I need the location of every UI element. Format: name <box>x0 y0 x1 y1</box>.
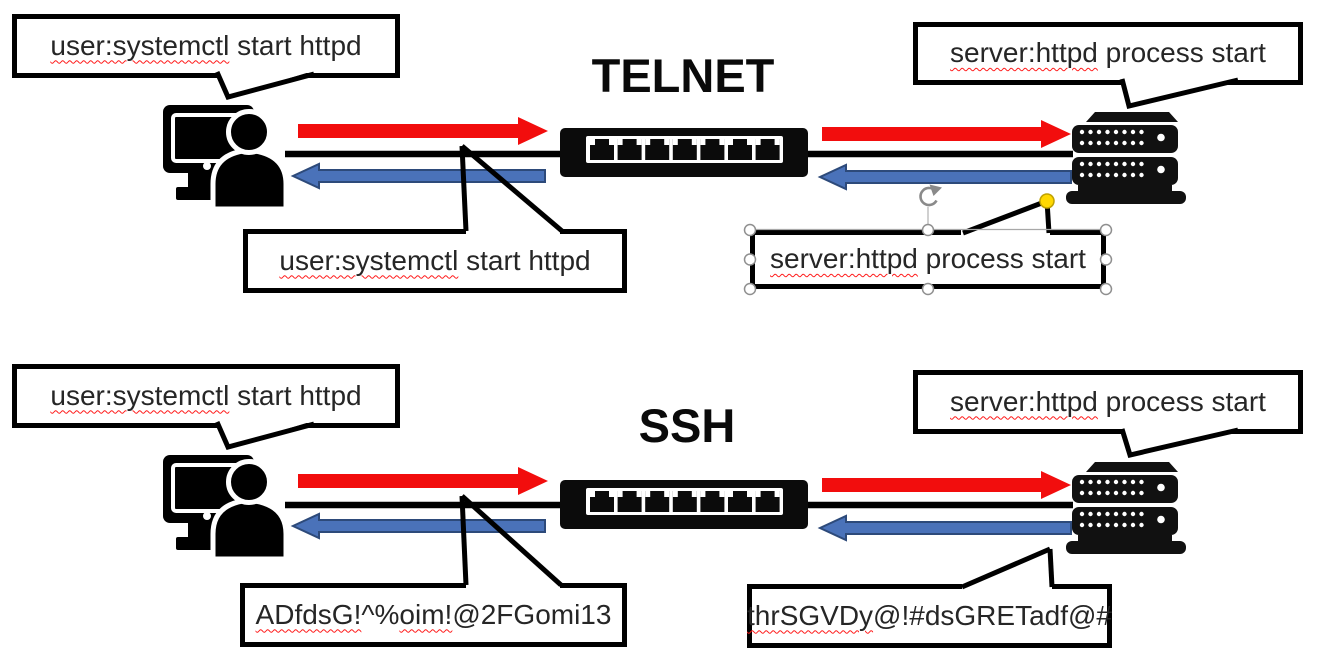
person-at-computer-icon[interactable] <box>163 105 289 212</box>
ethernet-switch-icon[interactable] <box>560 128 808 177</box>
ssh-server-bubble-text: server:httpd process start <box>950 385 1266 418</box>
plain-text: ^% <box>361 598 400 630</box>
spellcheck-marked-text: server:httpd <box>770 243 918 275</box>
telnet-user-bubble-text: user:systemctl start httpd <box>50 29 362 62</box>
rack-server-icon[interactable] <box>1066 112 1186 204</box>
telnet-server-speech-bubble[interactable]: server:httpd process start <box>913 22 1303 85</box>
telnet-server-callout-tail <box>961 198 1052 237</box>
ssh-user-encrypted-callout[interactable]: ADfdsG!^%oim!@2FGomi13 <box>240 583 627 647</box>
ssh-section-title: SSH <box>638 399 736 452</box>
rotate-clockwise-icon[interactable] <box>919 184 942 207</box>
ssh-request-arrow-right[interactable] <box>822 471 1071 499</box>
plain-text: @2FGomi13 <box>452 598 612 630</box>
telnet-section-title: TELNET <box>591 49 775 102</box>
ssh-server-encrypted-callout[interactable]: thrSGVDy@!#dsGRETadf@# <box>747 584 1112 648</box>
ssh-user-bubble-tail <box>214 420 315 450</box>
telnet-request-arrow-left[interactable] <box>298 117 548 145</box>
plain-text: start httpd <box>458 244 591 276</box>
spellcheck-marked-text: user:systemctl <box>279 244 459 276</box>
adjust-handle[interactable] <box>1039 193 1055 209</box>
resize-handle-mid-right[interactable] <box>1099 253 1113 266</box>
telnet-server-bubble-text: server:httpd process start <box>950 37 1266 69</box>
resize-handle-top-mid[interactable] <box>921 223 935 237</box>
telnet-user-speech-bubble[interactable]: user:systemctl start httpd <box>12 14 400 78</box>
resize-handle-bottom-mid[interactable] <box>921 282 935 296</box>
resize-handle-mid-left[interactable] <box>743 253 757 266</box>
plain-text: @!#dsGRETadf@# <box>873 599 1112 631</box>
ssh-user-bubble-text: user:systemctl start httpd <box>50 379 362 412</box>
person-at-computer-icon[interactable] <box>163 455 289 562</box>
ssh-server-callout-tail <box>961 546 1055 591</box>
ssh-user-callout-tail <box>459 494 563 590</box>
ssh-user-speech-bubble[interactable]: user:systemctl start httpd <box>12 364 400 428</box>
rack-server-icon[interactable] <box>1066 462 1186 554</box>
ssh-server-speech-bubble[interactable]: server:httpd process start <box>913 370 1303 434</box>
plain-text: start httpd <box>229 29 362 61</box>
spellcheck-marked-text: ADfdsG! <box>255 598 362 630</box>
ssh-response-arrow-left[interactable] <box>290 512 546 540</box>
resize-handle-bottom-left[interactable] <box>743 282 757 296</box>
plain-text: process start <box>917 243 1086 275</box>
resize-handle-bottom-right[interactable] <box>1099 282 1113 296</box>
resize-handle-top-right[interactable] <box>1099 223 1113 237</box>
ssh-request-arrow-left[interactable] <box>298 467 548 495</box>
ssh-server-payload-text: thrSGVDy@!#dsGRETadf@# <box>747 599 1112 632</box>
telnet-server-payload-text: server:httpd process start <box>770 243 1086 275</box>
resize-handle-top-left[interactable] <box>743 223 757 237</box>
telnet-user-callout-tail <box>459 144 564 236</box>
plain-text: process start <box>1097 37 1266 69</box>
spellcheck-marked-text: oim! <box>399 598 453 630</box>
telnet-server-bubble-tail <box>1119 77 1239 110</box>
telnet-user-payload-text: user:systemctl start httpd <box>279 244 591 277</box>
spellcheck-marked-text: server:httpd <box>950 37 1098 69</box>
spellcheck-marked-text: user:systemctl <box>50 29 230 61</box>
ssh-response-arrow-right[interactable] <box>817 514 1072 542</box>
spellcheck-marked-text: user:systemctl <box>50 379 230 411</box>
telnet-user-bubble-tail <box>214 70 315 100</box>
spellcheck-marked-text: server:httpd <box>950 385 1098 417</box>
telnet-user-plaintext-callout[interactable]: user:systemctl start httpd <box>243 229 627 293</box>
plain-text: start httpd <box>229 379 362 411</box>
ethernet-switch-icon[interactable] <box>560 480 808 529</box>
telnet-response-arrow-right[interactable] <box>817 163 1072 191</box>
ssh-server-bubble-tail <box>1119 427 1239 458</box>
spellcheck-marked-text: thrSGVDy <box>747 599 874 631</box>
plain-text: process start <box>1097 385 1266 417</box>
ssh-user-payload-text: ADfdsG!^%oim!@2FGomi13 <box>255 598 612 631</box>
telnet-request-arrow-right[interactable] <box>822 120 1071 148</box>
resize-handles <box>743 223 1113 296</box>
